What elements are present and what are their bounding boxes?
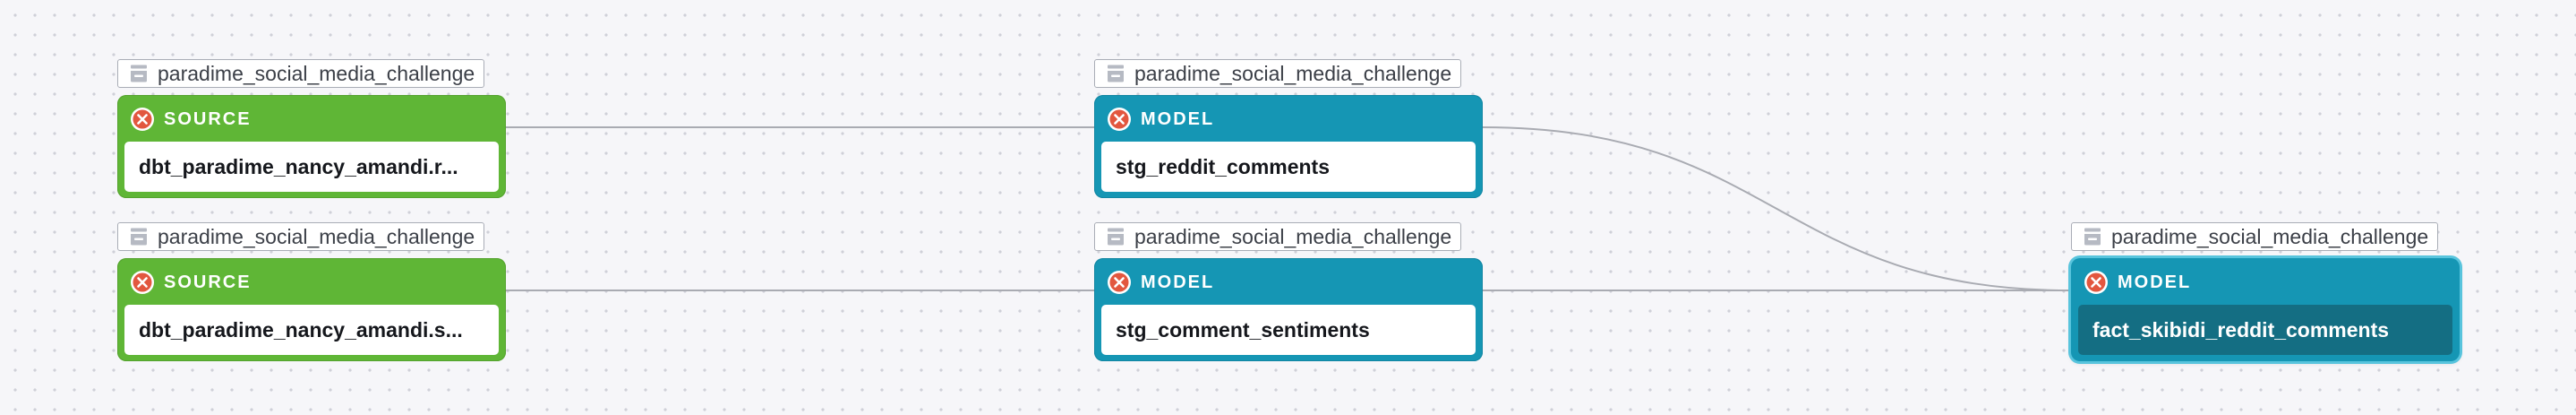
node-name: stg_reddit_comments [1101,142,1476,192]
node-type-label: SOURCE [164,108,252,129]
node-type-label: MODEL [1141,108,1215,129]
card-header: SOURCE [124,267,499,298]
group-label: paradime_social_media_challenge [2071,222,2439,251]
group-label: paradime_social_media_challenge [1094,59,1462,88]
group-label-text: paradime_social_media_challenge [158,61,475,85]
database-box-icon [131,65,147,82]
edge-mdl1-to-fact [1482,126,2072,291]
error-status-icon [2084,271,2108,294]
card-header: MODEL [1101,104,1476,134]
group-label-text: paradime_social_media_challenge [158,224,475,248]
group-label: paradime_social_media_challenge [1094,222,1462,251]
source-card[interactable]: SOURCE dbt_paradime_nancy_amandi.r... [117,95,506,198]
error-status-icon [131,271,154,294]
model-card-selected[interactable]: MODEL fact_skibidi_reddit_comments [2071,258,2460,361]
database-box-icon [131,228,147,246]
card-header: MODEL [2078,267,2452,298]
node-name: dbt_paradime_nancy_amandi.s... [124,305,499,355]
database-box-icon [2084,228,2101,246]
node-type-label: SOURCE [164,272,252,292]
group-label: paradime_social_media_challenge [117,59,485,88]
error-status-icon [1108,271,1131,294]
group-label-text: paradime_social_media_challenge [1134,61,1452,85]
node-name: stg_comment_sentiments [1101,305,1476,355]
source-card[interactable]: SOURCE dbt_paradime_nancy_amandi.s... [117,258,506,361]
node-name: dbt_paradime_nancy_amandi.r... [124,142,499,192]
node-name: fact_skibidi_reddit_comments [2078,305,2452,355]
group-label-text: paradime_social_media_challenge [1134,224,1452,248]
group-label: paradime_social_media_challenge [117,222,485,251]
database-box-icon [1108,228,1124,246]
card-header: MODEL [1101,267,1476,298]
error-status-icon [1108,108,1131,131]
node-type-label: MODEL [2118,272,2192,292]
error-status-icon [131,108,154,131]
card-header: SOURCE [124,104,499,134]
model-card[interactable]: MODEL stg_reddit_comments [1094,95,1483,198]
database-box-icon [1108,65,1124,82]
model-card[interactable]: MODEL stg_comment_sentiments [1094,258,1483,361]
node-type-label: MODEL [1141,272,1215,292]
group-label-text: paradime_social_media_challenge [2111,224,2429,248]
